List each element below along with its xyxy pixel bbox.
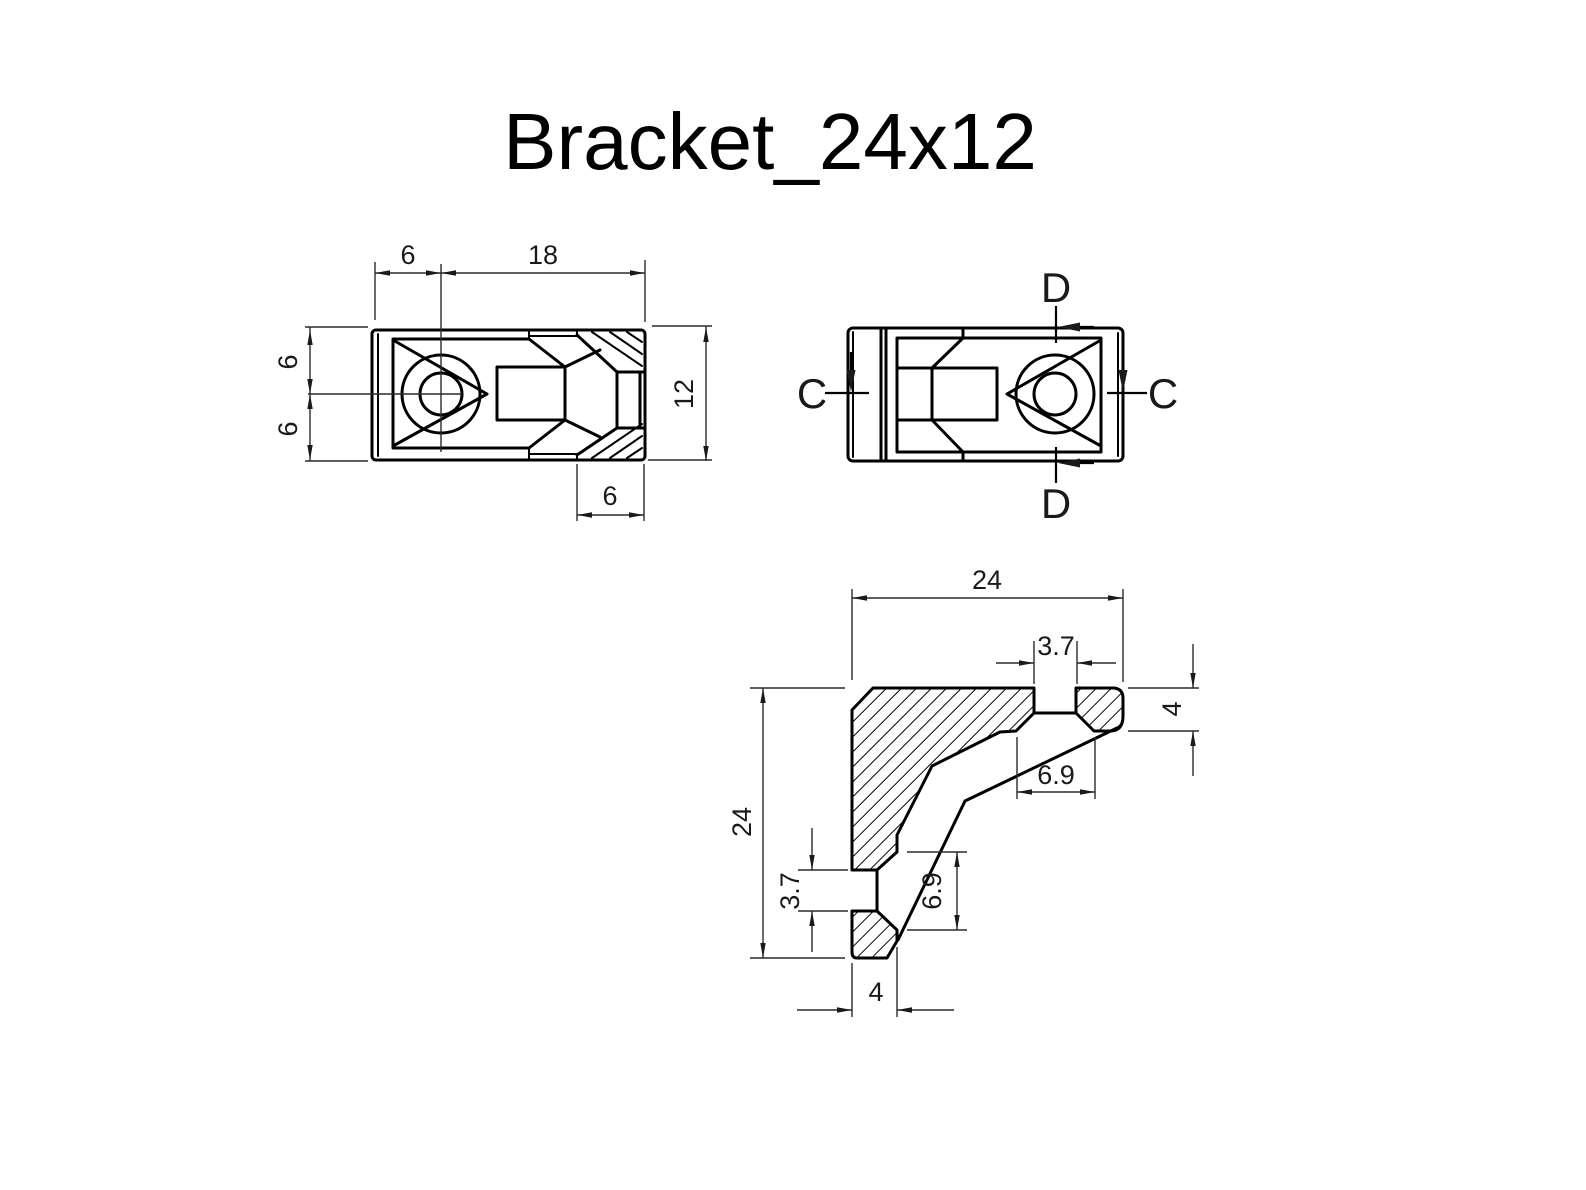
dim-end-width-label: 6 <box>602 481 617 511</box>
dim-top-half-label: 6 <box>273 354 303 369</box>
dim-line-top-thickness <box>1128 644 1199 776</box>
dim-bottom-half-label: 6 <box>273 421 303 436</box>
section-hole-transitions <box>875 711 1078 913</box>
dim-line-sec-height <box>750 687 845 959</box>
top-view-dimensions: 6 18 6 6 12 6 <box>273 240 712 521</box>
top-view-centerlines <box>308 264 462 452</box>
bottom-view-edge-lines <box>852 331 1119 458</box>
section-view-dimensions: 24 24 3.7 4 6.9 3.7 <box>727 565 1199 1017</box>
bottom-view-outline <box>846 326 1125 463</box>
dim-line-height <box>648 325 712 461</box>
dim-line-sec-width <box>851 589 1124 682</box>
section-d-bottom-tick <box>1054 447 1094 483</box>
section-c-right-tick <box>1107 352 1147 395</box>
top-view <box>308 264 647 462</box>
dim-line-top-hole <box>996 641 1116 684</box>
dim-side-thickness-label: 4 <box>868 977 883 1007</box>
section-d-top-tick <box>1054 306 1094 343</box>
section-c-left-tick <box>825 352 869 395</box>
dim-sec-height-label: 24 <box>727 807 757 837</box>
dim-line-side-thickness <box>797 947 954 1017</box>
section-c-right-label: C <box>1148 370 1178 417</box>
section-main-body <box>850 686 1036 872</box>
dim-line-top <box>374 260 646 322</box>
dim-height-label: 12 <box>669 379 699 409</box>
top-view-outline <box>370 328 647 462</box>
bottom-view-counterbore-circle <box>1014 353 1096 435</box>
dim-top-cbore-label: 6.9 <box>1037 760 1075 790</box>
section-c-left-label: C <box>797 370 827 417</box>
section-markers: C C D D <box>797 264 1178 527</box>
bottom-view-hole-circle <box>1032 371 1078 417</box>
top-view-end-slot <box>615 370 646 430</box>
drawing-title: Bracket_24x12 <box>503 97 1037 186</box>
bottom-view-throat <box>930 366 999 422</box>
top-view-pocket-chamfers <box>527 337 567 450</box>
bottom-view-pocket-steps <box>895 366 934 422</box>
dim-sec-width-label: 24 <box>972 565 1002 595</box>
dim-line-side-hole <box>798 828 848 952</box>
dim-side-cbore-label: 6.9 <box>917 872 947 910</box>
bottom-view <box>846 326 1125 463</box>
dim-top-hole-label: 3.7 <box>1037 631 1075 661</box>
bottom-view-plate-edges <box>879 326 888 463</box>
top-view-edge-ticks <box>528 330 578 460</box>
bottom-view-pocket <box>895 336 1103 454</box>
dim-side-hole-label: 3.7 <box>775 872 805 910</box>
section-bottom-leg <box>850 909 899 960</box>
section-view <box>850 686 1125 960</box>
dim-hole-to-end-label: 18 <box>528 240 558 270</box>
top-view-gusset-edges <box>563 333 619 457</box>
section-d-top-label: D <box>1041 264 1071 311</box>
section-web-edge <box>896 726 1119 942</box>
top-view-throat <box>495 365 567 422</box>
section-top-flange-right <box>1074 686 1125 733</box>
top-view-chamfer-lines <box>591 331 643 459</box>
bottom-view-chamfers <box>930 326 965 463</box>
section-d-bottom-label: D <box>1041 480 1071 527</box>
dim-top-thickness-label: 4 <box>1157 701 1187 716</box>
dim-left-offset-label: 6 <box>400 240 415 270</box>
